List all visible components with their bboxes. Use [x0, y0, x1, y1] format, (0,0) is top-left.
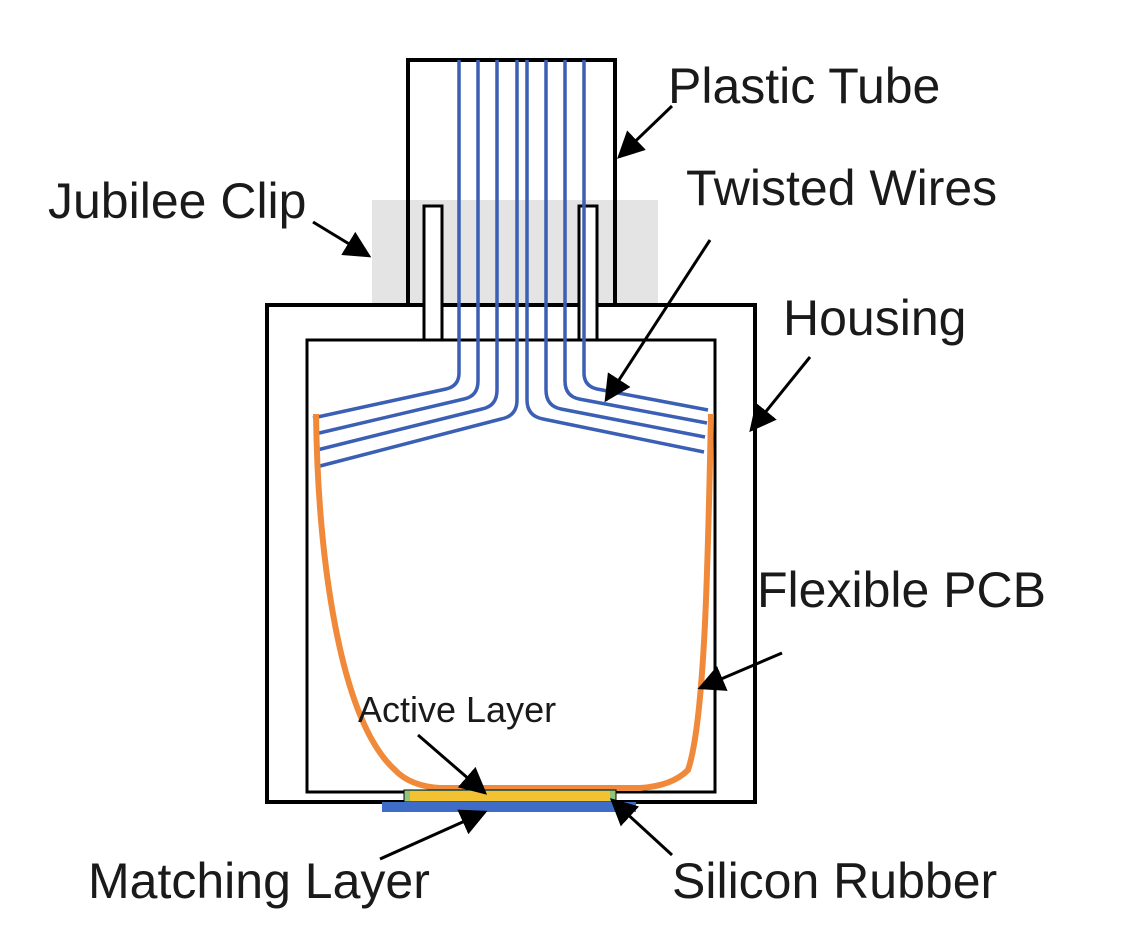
label-silicon-rubber: Silicon Rubber	[672, 853, 997, 909]
label-housing: Housing	[783, 290, 966, 346]
label-twisted-wires: Twisted Wires	[686, 160, 997, 216]
arrow-silicon-rubber	[610, 798, 674, 857]
matching-layer	[382, 802, 636, 812]
arrow-twisted-wires	[604, 239, 712, 403]
arrow-flexible-pcb	[697, 651, 783, 691]
leader-arrows	[312, 104, 812, 861]
arrow-plastic-tube	[617, 104, 674, 159]
tube-slot-right	[577, 204, 599, 342]
wire-left-1	[312, 60, 461, 420]
wire-right-1	[525, 60, 705, 454]
label-jubilee-clip: Jubilee Clip	[48, 173, 306, 229]
wire-left-2	[314, 60, 480, 436]
wire-right-2	[544, 60, 706, 439]
arrow-jubilee-clip	[312, 220, 372, 258]
arrow-active-layer	[417, 733, 488, 795]
wire-right-3	[563, 60, 708, 425]
twisted-wires	[312, 60, 709, 468]
arrow-matching-layer	[379, 809, 488, 861]
label-active-layer: Active Layer	[358, 689, 556, 730]
label-flexible-pcb: Flexible PCB	[757, 562, 1046, 618]
arrow-housing	[749, 356, 812, 433]
wire-left-3	[316, 60, 499, 452]
label-matching-layer: Matching Layer	[88, 853, 430, 909]
active-layer	[410, 791, 610, 801]
wire-left-4	[319, 60, 519, 468]
label-plastic-tube: Plastic Tube	[668, 58, 940, 114]
flexible-pcb	[313, 413, 714, 791]
plastic-tube	[406, 58, 617, 305]
wire-right-4	[582, 60, 709, 412]
jubilee-clip	[372, 200, 658, 304]
tube-slot-left	[422, 204, 444, 342]
